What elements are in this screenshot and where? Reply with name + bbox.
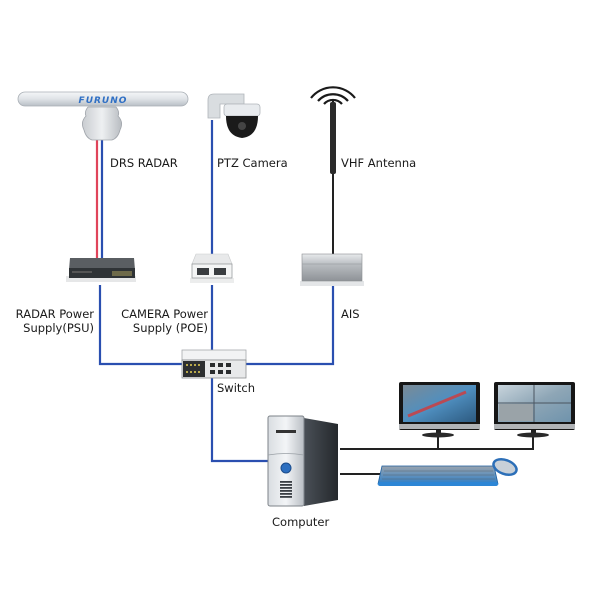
switch-to-computer-cable (210, 378, 270, 463)
signal-wave-outer (310, 86, 356, 99)
label-ptz-camera: PTZ Camera (217, 156, 288, 170)
mouse[interactable] (491, 456, 518, 477)
camera-lens-icon (238, 122, 246, 130)
psu-to-switch-cable (98, 285, 184, 366)
label-computer: Computer (272, 515, 330, 529)
ais-unit[interactable] (300, 253, 364, 286)
computer-tower[interactable] (267, 415, 338, 507)
ais-to-switch-cable (246, 285, 335, 366)
radar-antenna[interactable]: FURUNO (17, 91, 189, 141)
label-radar-psu-line2: Supply(PSU) (23, 321, 94, 335)
power-button-icon (280, 462, 292, 474)
keyboard[interactable] (377, 465, 499, 486)
network-switch[interactable] (181, 349, 247, 379)
ptz-camera[interactable] (207, 93, 261, 138)
signal-wave-middle (317, 93, 349, 102)
radar-pedestal (82, 106, 122, 141)
radar-psu[interactable] (66, 258, 136, 282)
label-radar-psu: RADAR Power Supply(PSU) (14, 307, 94, 335)
label-camera-poe-line1: CAMERA Power (121, 307, 208, 321)
label-ais: AIS (341, 307, 360, 321)
label-camera-poe-line2: Supply (POE) (132, 321, 208, 335)
radar-brand-logo: FURUNO (79, 96, 128, 106)
label-switch: Switch (217, 381, 256, 395)
vhf-antenna[interactable] (310, 86, 356, 174)
label-camera-poe: CAMERA Power Supply (POE) (118, 307, 208, 335)
monitor-2[interactable] (494, 382, 575, 438)
computer-to-monitors-cable (340, 433, 534, 450)
ethernet-port-1 (197, 268, 209, 275)
label-drs-radar: DRS RADAR (110, 156, 178, 170)
camera-poe[interactable] (190, 253, 234, 283)
label-radar-psu-line1: RADAR Power (15, 307, 94, 321)
signal-wave-inner (323, 98, 343, 105)
monitor-1[interactable] (399, 382, 480, 438)
ethernet-port-2 (214, 268, 226, 275)
label-vhf-antenna: VHF Antenna (341, 156, 417, 170)
